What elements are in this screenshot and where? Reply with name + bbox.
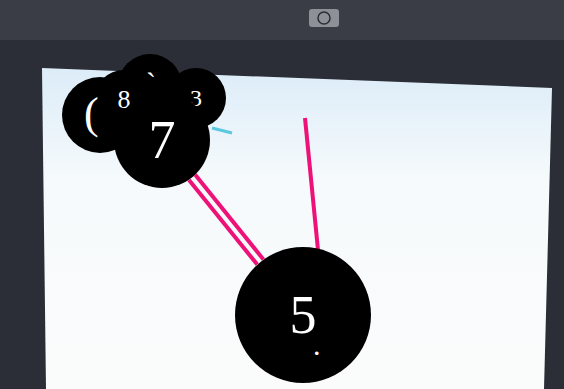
number-circle: 7 [114,92,210,188]
pink-connector [189,175,263,265]
monitor-screen [42,68,552,389]
connector-stroke [189,180,257,265]
partial-glyph: ( [84,92,99,136]
connector-stroke [195,175,263,260]
brand-logo [309,9,339,27]
callout-number: 7 [149,113,176,167]
partial-glyph: ` [146,68,156,98]
number-circle: 5 [235,247,371,383]
monitor-top-bezel [0,0,564,40]
cyan-stroke [212,128,232,133]
partial-glyph: . [313,330,321,360]
brand-logo-ring [318,12,330,24]
callout-number: 5 [290,288,317,342]
pink-stroke [305,118,318,250]
